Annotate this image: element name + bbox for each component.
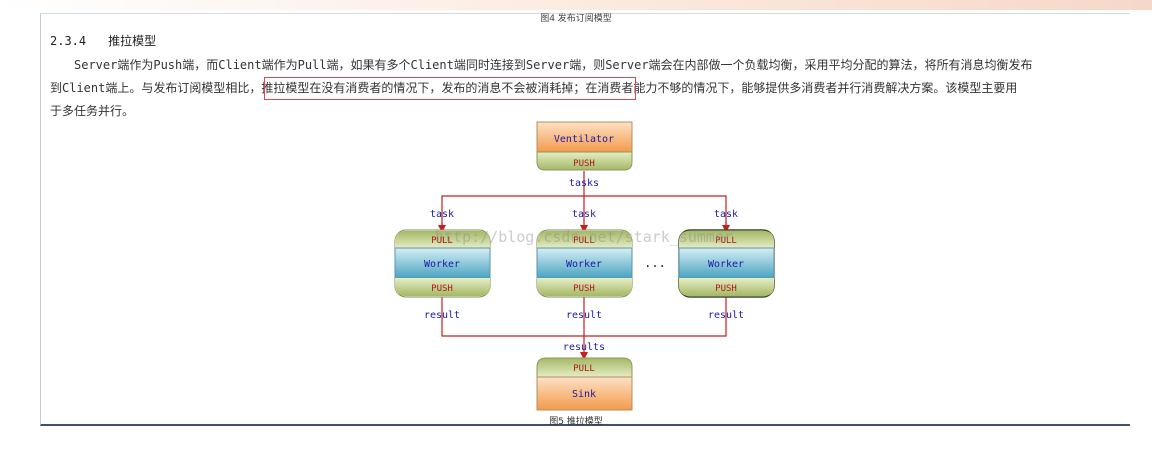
paragraph-line-1: Server端作为Push端，而Client端作为Pull端，如果有多个Clie… — [74, 58, 1033, 72]
figure-caption-top: 图4 发布订阅模型 — [540, 14, 612, 24]
ventilator-push-port — [536, 151, 633, 171]
worker-node-3: PULL Worker PUSH — [678, 229, 775, 298]
document-frame — [40, 13, 1130, 426]
results-label: results — [563, 342, 605, 353]
workers-ellipsis: ... — [644, 256, 666, 270]
worker-1-push-port — [395, 278, 490, 296]
worker-2-body — [536, 247, 633, 279]
tasks-label: tasks — [569, 178, 599, 189]
paragraph-line-2-prefix: 到Client端上。与发布订阅模型相比， — [50, 81, 262, 95]
worker-2-pull-label: PULL — [573, 236, 595, 246]
worker-node-1: PULL Worker PUSH — [394, 229, 491, 298]
worker-node-2: PULL Worker PUSH — [536, 229, 633, 298]
paragraph-line-2-suffix: 在消费者能力不够的情况下，能够提供多消费者并行消费解决方案。该模型主要用 — [585, 81, 1018, 95]
ventilator-push-label: PUSH — [573, 159, 595, 169]
worker-3-label: Worker — [708, 259, 744, 270]
task-label-3: task — [714, 209, 738, 220]
worker-3-push-label: PUSH — [715, 284, 737, 294]
result-label-1: result — [424, 310, 460, 321]
task-distribution-bus — [441, 195, 727, 230]
worker-3-pull-port — [679, 231, 774, 248]
worker-1-pull-port — [395, 231, 490, 248]
blog-watermark: http://blog.csdn.net/stark_summer — [435, 228, 733, 246]
highlight-annotation-box — [264, 77, 636, 100]
paragraph-line-3: 于多任务并行。 — [50, 104, 135, 118]
connector-lines — [438, 171, 730, 360]
sink-pull-label: PULL — [573, 364, 595, 374]
worker-2-label: Worker — [566, 259, 602, 270]
worker-1-label: Worker — [424, 259, 460, 270]
sink-body — [536, 376, 633, 411]
section-title: 推拉模型 — [108, 34, 157, 48]
sink-label: Sink — [572, 389, 596, 400]
worker-2-push-label: PUSH — [573, 284, 595, 294]
result-label-2: result — [566, 310, 602, 321]
worker-3-push-port — [679, 278, 774, 296]
top-gradient-strip — [0, 0, 1152, 10]
sink-node: PULL Sink — [536, 357, 633, 411]
task-label-2: task — [572, 209, 596, 220]
figure-caption-bottom: 图5 推拉模型 — [549, 417, 603, 427]
paragraph-highlighted-text: 推拉模型在没有消费者的情况下，发布的消息不会被消耗掉； — [261, 81, 586, 95]
result-label-3: result — [708, 310, 744, 321]
task-label-1: task — [430, 209, 454, 220]
sink-pull-port — [536, 357, 633, 378]
worker-3-pull-label: PULL — [715, 236, 737, 246]
ventilator-label: Ventilator — [554, 134, 614, 145]
body-paragraph: Server端作为Push端，而Client端作为Pull端，如果有多个Clie… — [50, 54, 1122, 123]
worker-2-pull-port — [537, 231, 632, 248]
worker-2-push-port — [537, 278, 632, 296]
worker-1-pull-label: PULL — [431, 236, 453, 246]
section-number: 2.3.4 — [50, 34, 87, 48]
worker-1-push-label: PUSH — [431, 284, 453, 294]
section-heading: 2.3.4 推拉模型 — [50, 32, 156, 49]
ventilator-node: Ventilator PUSH — [536, 121, 633, 171]
